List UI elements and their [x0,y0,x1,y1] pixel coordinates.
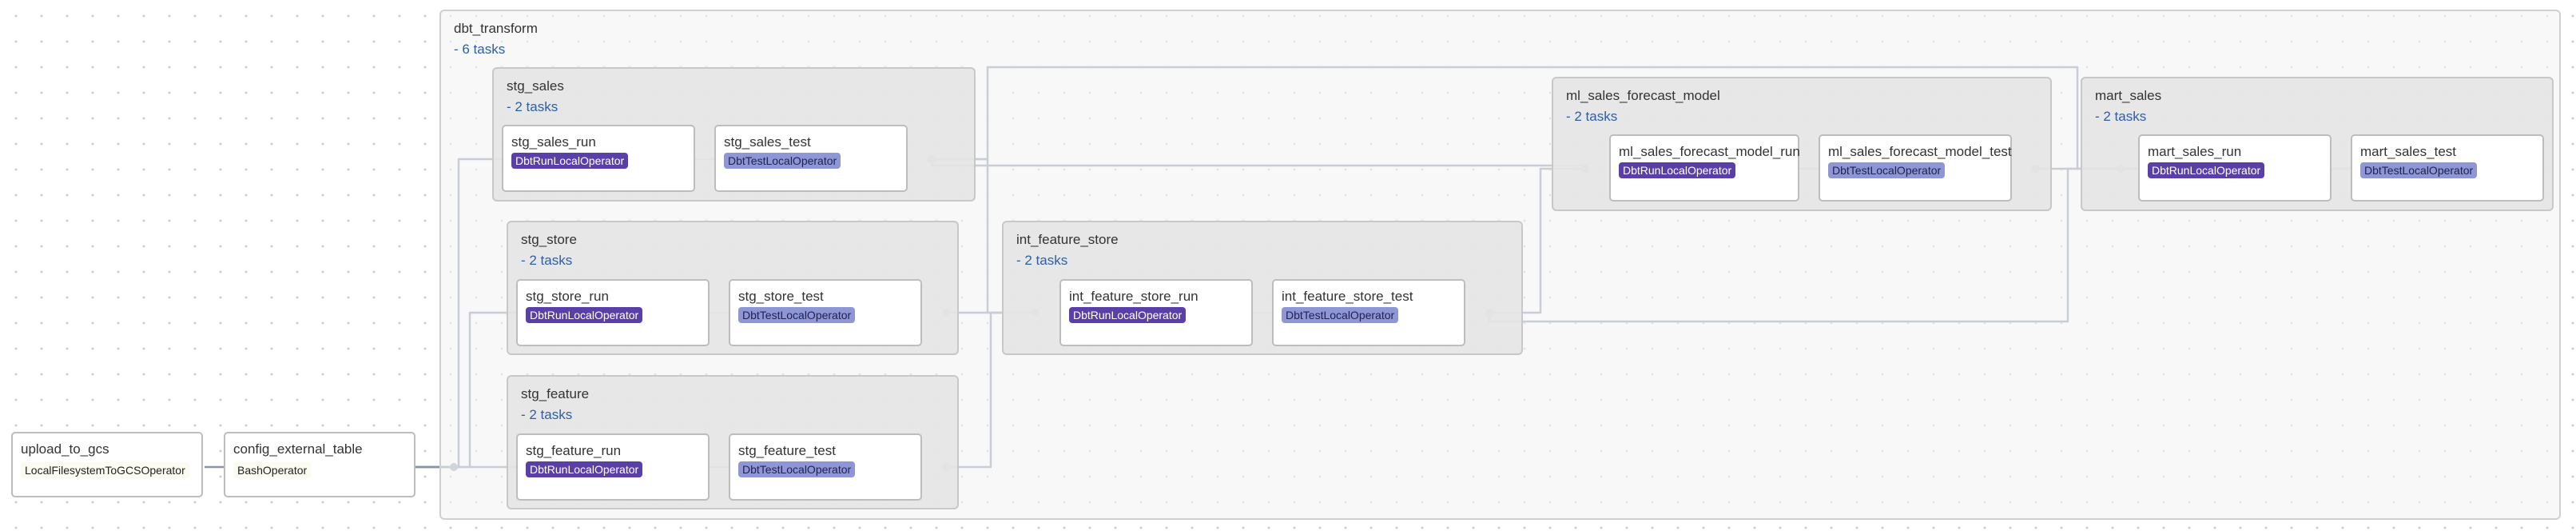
task-stg-store-test[interactable]: stg_store_test DbtTestLocalOperator [729,279,922,346]
group-task-count-link[interactable]: - 2 tasks [507,99,559,114]
group-title: ml_sales_forecast_model [1566,88,1720,103]
group-task-count-link[interactable]: - 2 tasks [1566,109,1618,124]
task-title: stg_store_run [526,289,609,304]
group-title: stg_sales [507,78,564,94]
group-task-count-link[interactable]: - 2 tasks [521,253,573,268]
task-int-feature-store-test[interactable]: int_feature_store_test DbtTestLocalOpera… [1272,279,1465,346]
task-title: stg_feature_run [526,443,622,458]
task-mart-sales-run[interactable]: mart_sales_run DbtRunLocalOperator [2138,134,2332,202]
operator-badge: DbtTestLocalOperator [1282,307,1399,323]
operator-badge: DbtRunLocalOperator [526,307,643,323]
group-task-count-link[interactable]: - 2 tasks [2095,109,2147,124]
task-title: int_feature_store_test [1282,289,1413,304]
task-stg-store-run[interactable]: stg_store_run DbtRunLocalOperator [516,279,710,346]
task-int-feature-store-run[interactable]: int_feature_store_run DbtRunLocalOperato… [1059,279,1253,346]
task-title: stg_sales_test [724,134,811,150]
operator-badge: DbtTestLocalOperator [724,153,841,169]
operator-badge: DbtTestLocalOperator [738,461,856,477]
group-title: stg_feature [521,386,590,401]
operator-badge: DbtRunLocalOperator [511,153,629,169]
task-mart-sales-test[interactable]: mart_sales_test DbtTestLocalOperator [2351,134,2544,202]
group-task-count-link[interactable]: - 6 tasks [454,42,506,57]
operator-badge: DbtTestLocalOperator [1828,162,1946,178]
operator-badge: DbtRunLocalOperator [1619,162,1736,178]
task-stg-feature-run[interactable]: stg_feature_run DbtRunLocalOperator [516,433,710,501]
task-stg-feature-test[interactable]: stg_feature_test DbtTestLocalOperator [729,433,922,501]
task-title: stg_sales_run [511,134,596,150]
task-title: mart_sales_run [2148,144,2242,159]
group-title: stg_store [521,232,577,247]
group-title: int_feature_store [1016,232,1119,247]
task-ml-sales-forecast-model-test[interactable]: ml_sales_forecast_model_test DbtTestLoca… [1819,134,2012,202]
group-task-count-link[interactable]: - 2 tasks [521,407,573,422]
task-upload-to-gcs[interactable]: upload_to_gcs LocalFilesystemToGCSOperat… [11,432,203,497]
task-stg-sales-run[interactable]: stg_sales_run DbtRunLocalOperator [502,125,695,192]
operator-badge: DbtTestLocalOperator [2360,162,2478,178]
operator-badge: DbtTestLocalOperator [738,307,856,323]
task-title: stg_feature_test [738,443,836,458]
task-title: stg_store_test [738,289,824,304]
group-title: mart_sales [2095,88,2162,103]
operator-badge: LocalFilesystemToGCSOperator [21,462,189,478]
task-title: upload_to_gcs [21,441,109,457]
task-ml-sales-forecast-model-run[interactable]: ml_sales_forecast_model_run DbtRunLocalO… [1609,134,1800,202]
task-title: config_external_table [233,441,363,457]
operator-badge: DbtRunLocalOperator [1069,307,1187,323]
task-title: ml_sales_forecast_model_run [1619,144,1800,159]
task-title: ml_sales_forecast_model_test [1828,144,2012,159]
task-config-external-table[interactable]: config_external_table BashOperator [224,432,415,497]
operator-badge: DbtRunLocalOperator [526,461,643,477]
group-task-count-link[interactable]: - 2 tasks [1016,253,1068,268]
task-stg-sales-test[interactable]: stg_sales_test DbtTestLocalOperator [714,125,908,192]
task-title: mart_sales_test [2360,144,2456,159]
operator-badge: DbtRunLocalOperator [2148,162,2265,178]
group-title: dbt_transform [454,21,538,36]
task-title: int_feature_store_run [1069,289,1199,304]
operator-badge: BashOperator [233,462,312,478]
